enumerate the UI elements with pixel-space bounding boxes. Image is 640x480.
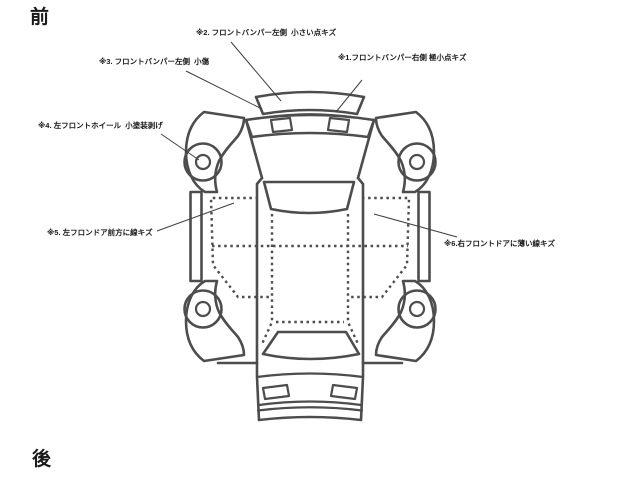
front-fascia xyxy=(244,113,376,139)
annotation-3-front-bumper-left: ※3. フロントバンパー左側 小傷 xyxy=(99,57,210,66)
hood-left-edge xyxy=(244,118,264,180)
left-headlight-icon xyxy=(269,116,294,134)
leader-line-5 xyxy=(156,202,235,232)
leader-lines xyxy=(156,41,458,238)
right-rear-wheel-hub-icon xyxy=(408,300,426,318)
annotation-1-front-bumper-right: ※1.フロントバンパー右側 極小点キズ xyxy=(338,53,467,62)
body-right-edge xyxy=(356,176,365,422)
leader-line-4 xyxy=(160,133,200,161)
rear-bumper-line-2 xyxy=(256,406,364,412)
right-front-wheel-hub-icon xyxy=(408,153,426,171)
windshield xyxy=(262,180,356,215)
left-rear-fender xyxy=(184,279,246,363)
left-side-panels xyxy=(183,110,259,365)
annotation-6-right-front-door: ※6.右フロントドアに薄い線キズ xyxy=(444,239,556,248)
annotation-2-front-bumper-left: ※2. フロントバンパー左側 小さい点キズ xyxy=(196,28,337,37)
hood-right-edge xyxy=(356,118,376,180)
right-door-window-dashed xyxy=(348,196,411,299)
rear-bumper-line-1 xyxy=(257,400,363,407)
left-front-wheel-icon xyxy=(183,142,223,182)
left-rear-wheel-icon xyxy=(183,289,223,329)
car-body-top-view xyxy=(244,90,376,422)
door-window-dashed-outlines xyxy=(209,196,411,345)
right-taillight-icon xyxy=(329,383,359,401)
left-taillight-icon xyxy=(261,383,291,401)
annotation-5-left-front-door: ※5. 左フロンドア前方に線キズ xyxy=(47,228,153,237)
leader-line-2 xyxy=(230,41,282,102)
front-orientation-label: 前 xyxy=(30,7,50,28)
right-side-panels xyxy=(361,110,437,365)
rear-window xyxy=(261,330,361,361)
right-rear-wheel-icon xyxy=(397,289,437,329)
roof-left-dashed xyxy=(260,214,274,345)
roof-right-dashed xyxy=(346,214,360,345)
body-left-edge xyxy=(255,176,264,422)
right-headlight-icon xyxy=(326,116,351,134)
right-rear-fender xyxy=(374,279,436,363)
trunk-line xyxy=(255,372,365,379)
left-front-wheel-hub-icon xyxy=(194,153,212,171)
rear-bumper-bottom xyxy=(257,415,363,422)
right-front-fender xyxy=(374,110,436,194)
leader-line-3 xyxy=(185,70,263,110)
front-bumper xyxy=(254,90,366,116)
right-front-wheel-icon xyxy=(397,142,437,182)
left-rear-wheel-hub-icon xyxy=(194,300,212,318)
leader-line-6 xyxy=(373,213,458,238)
left-door-window-dashed xyxy=(209,196,272,299)
left-front-fender xyxy=(184,110,246,194)
rear-orientation-label: 後 xyxy=(32,449,52,470)
left-rocker-panel xyxy=(189,190,203,283)
annotation-4-left-front-wheel: ※4. 左フロントホイール 小塗装剥げ xyxy=(38,121,163,130)
leader-line-1 xyxy=(335,79,363,113)
right-rocker-panel xyxy=(417,190,431,283)
